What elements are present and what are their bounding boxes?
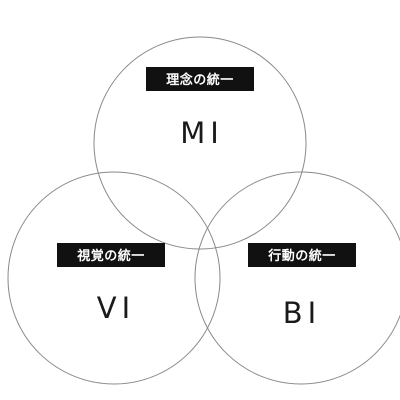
- right-group: 行動の統一 BI: [248, 243, 356, 330]
- right-code: BI: [283, 296, 321, 330]
- left-circle: [7, 171, 221, 385]
- top-label: 理念の統一: [166, 72, 234, 88]
- right-label: 行動の統一: [267, 248, 336, 264]
- right-label-background: [248, 243, 356, 267]
- left-code: VI: [97, 291, 135, 325]
- top-group: 理念の統一 MI: [146, 67, 254, 150]
- left-label-background: [57, 243, 165, 267]
- left-label: 視覚の統一: [76, 248, 145, 264]
- right-circle: [194, 171, 400, 385]
- top-code: MI: [180, 116, 224, 150]
- top-circle: [93, 36, 307, 250]
- left-group: 視覚の統一 VI: [57, 243, 165, 325]
- top-label-background: [146, 67, 254, 91]
